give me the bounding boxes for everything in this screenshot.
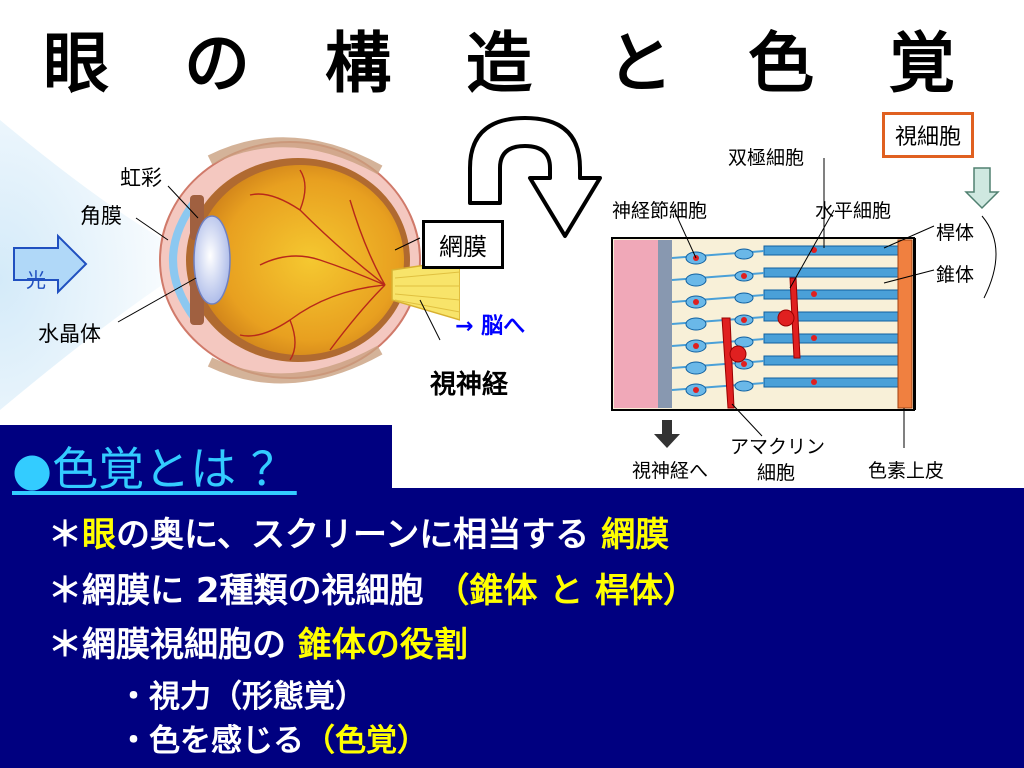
label-pigment-epithelium: 色素上皮 <box>868 460 945 482</box>
optic-nerve-arrow-icon <box>654 420 680 448</box>
retina-diagram <box>611 158 1000 448</box>
nerve-fiber-layer <box>614 240 658 408</box>
label-photoreceptor: 視細胞 <box>882 112 975 158</box>
label-iris: 虹彩 <box>120 166 162 190</box>
label-retina: 網膜 <box>422 220 504 269</box>
bullet-line-2: ＊網膜に 2種類の視細胞 （錐体 と 桿体） <box>48 571 698 611</box>
label-optic-nerve-to: 視神経へ <box>632 460 709 482</box>
bullet-line-3: ＊網膜視細胞の 錐体の役割 <box>48 625 468 665</box>
page-title: 眼 の 構 造 と 色 覚 <box>43 25 981 102</box>
sub-item-visual-acuity: ・視力（形態覚） <box>118 679 366 715</box>
explanation-panel: ●色覚とは ？ ＊眼の奥に、スクリーンに相当する 網膜 ＊網膜に 2種類の視細胞… <box>0 425 1024 768</box>
light-beam <box>0 120 200 410</box>
label-light: 光 <box>26 268 46 292</box>
label-bipolar: 双極細胞 <box>728 147 805 169</box>
panel-heading: ●色覚とは ？ <box>12 442 297 496</box>
label-to-brain: → 脳へ <box>455 314 526 339</box>
photoreceptor-strip <box>897 239 913 409</box>
label-amacrine-1: アマクリン <box>730 436 826 458</box>
lens <box>193 215 231 305</box>
bullet-line-1: ＊眼の奥に、スクリーンに相当する 網膜 <box>48 515 670 555</box>
sub-item-color-perception: ・色を感じる（色覚） <box>118 723 428 759</box>
label-cone: 錐体 <box>936 264 975 286</box>
eye-diagram <box>0 120 460 410</box>
label-optic-nerve: 視神経 <box>430 370 509 400</box>
label-lens: 水晶体 <box>38 322 101 346</box>
curved-arrow-icon <box>468 116 602 238</box>
label-ganglion: 神経節細胞 <box>612 200 708 222</box>
vitreous-body <box>196 165 404 355</box>
label-rod: 桿体 <box>936 222 975 244</box>
label-amacrine-2: 細胞 <box>757 462 796 484</box>
label-horizontal: 水平細胞 <box>815 200 892 222</box>
label-cornea: 角膜 <box>80 204 122 228</box>
light-arrow <box>13 233 88 295</box>
cornea <box>169 197 200 323</box>
down-arrow-icon <box>964 167 1000 210</box>
